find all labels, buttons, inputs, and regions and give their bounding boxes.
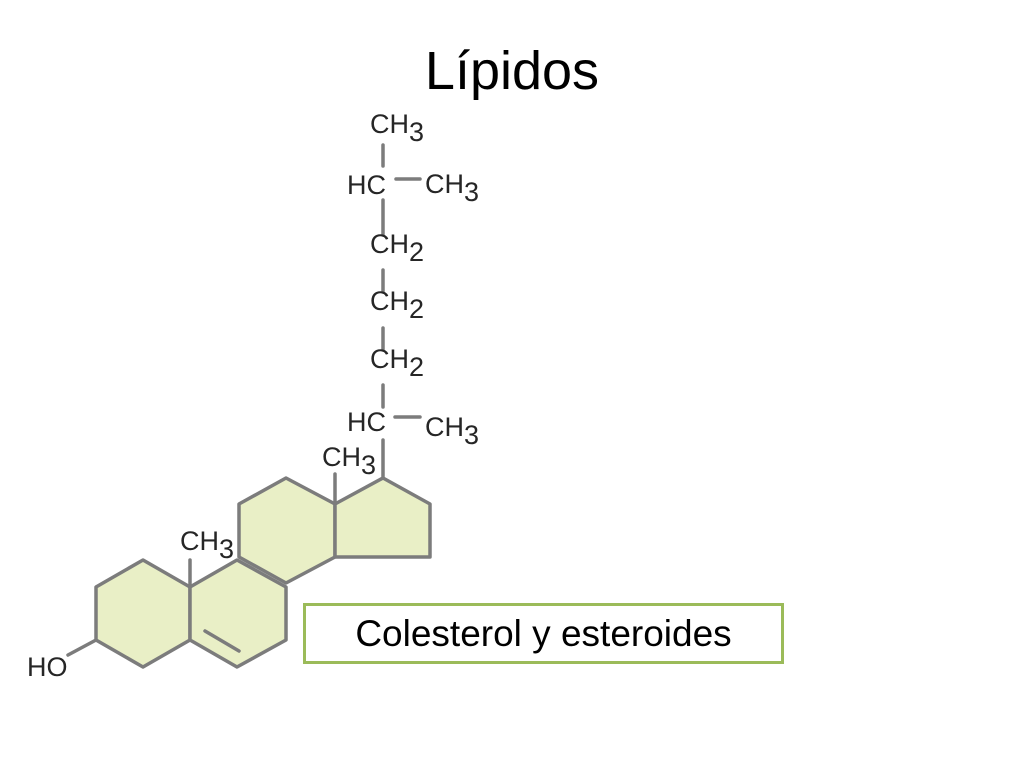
ring-a [94, 558, 192, 669]
chain-ch2-label-3: CH2 [370, 344, 424, 382]
branch-hc-label: HC [347, 170, 386, 200]
lower-hc-label: HC [347, 407, 386, 437]
c18-methyl-label: CH3 [322, 442, 376, 480]
ring-d [333, 476, 432, 559]
c19-methyl-label: CH3 [180, 526, 234, 564]
branch-ch3-label: CH3 [425, 169, 479, 207]
caption-box: Colesterol y esteroides [303, 603, 784, 664]
slide-title: Lípidos [424, 41, 600, 101]
terminal-ch3-top-label: CH3 [370, 109, 424, 147]
caption-text: Colesterol y esteroides [355, 612, 732, 654]
chain-ch2-label-1: CH2 [370, 229, 424, 267]
hydroxyl-label: HO [27, 652, 68, 682]
double-bond [203, 629, 241, 653]
chain-ch2-label-2: CH2 [370, 286, 424, 324]
hydroxyl-bond [66, 638, 98, 657]
lower-ch3-label: CH3 [425, 412, 479, 450]
